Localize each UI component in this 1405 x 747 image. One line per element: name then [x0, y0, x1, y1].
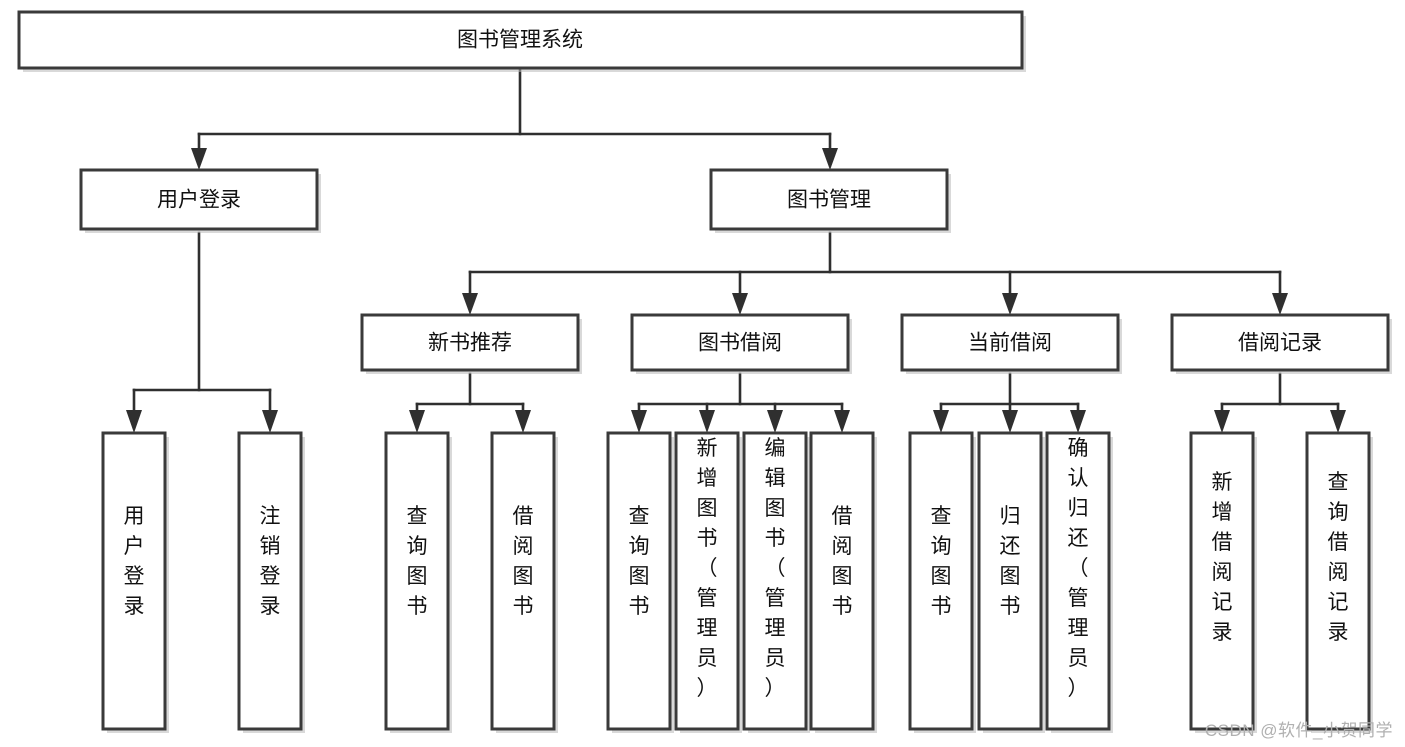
node-borrow-record-label: 借阅记录 — [1238, 332, 1322, 355]
arrowhead-leaf-return-book — [1002, 410, 1018, 433]
leaf-borrow-book-2-label: 借阅图书 — [832, 505, 853, 618]
leaf-add-record-label: 新增借阅记录 — [1212, 471, 1233, 644]
leaf-edit-book[interactable]: 编辑图书（管理员） — [742, 431, 810, 733]
arrowhead-currentborrow — [1002, 293, 1018, 315]
leaf-query-book-3-label: 查询图书 — [931, 505, 952, 618]
leaf-query-book-1-box[interactable] — [384, 431, 450, 731]
arrowhead-borrowrecord — [1272, 293, 1288, 315]
arrowhead-leaf-query-book-3 — [933, 410, 949, 433]
arrowhead-leaf-user-login — [126, 410, 142, 433]
node-current-borrow-label: 当前借阅 — [968, 332, 1052, 355]
arrowhead-leaf-borrow-book-1 — [515, 410, 531, 433]
arrowhead-bookmanage — [822, 148, 838, 170]
node-root-box[interactable] — [17, 10, 1024, 70]
leaf-logout-box[interactable] — [237, 431, 303, 731]
node-book-borrow[interactable]: 图书借阅 — [630, 313, 852, 374]
node-new-book-rec-label: 新书推荐 — [428, 332, 512, 355]
node-book-manage[interactable]: 图书管理 — [709, 168, 951, 233]
node-user-login-box[interactable] — [79, 168, 319, 231]
node-new-book-rec[interactable]: 新书推荐 — [360, 313, 582, 374]
leaf-borrow-book-2-box[interactable] — [809, 431, 875, 731]
leaf-edit-book-box[interactable] — [742, 431, 808, 731]
leaf-query-book-2-label: 查询图书 — [629, 505, 650, 618]
leaf-add-book-label: 新增图书（管理员） — [697, 437, 718, 700]
leaf-query-book-2-box[interactable] — [606, 431, 672, 731]
leaf-query-book-3-box[interactable] — [908, 431, 974, 731]
leaf-user-login-box[interactable] — [101, 431, 167, 731]
leaf-return-book[interactable]: 归还图书 — [977, 431, 1045, 733]
arrowhead-leaf-query-record — [1330, 410, 1346, 433]
leaf-logout-label: 注销登录 — [260, 505, 281, 618]
connector-group — [126, 66, 1346, 433]
arrowhead-leaf-query-book-2 — [631, 410, 647, 433]
arrowhead-leaf-edit-book — [767, 410, 783, 433]
leaf-user-login-label: 用户登录 — [124, 505, 145, 618]
leaf-query-record-box[interactable] — [1305, 431, 1371, 731]
leaf-user-login[interactable]: 用户登录 — [101, 431, 169, 733]
node-book-manage-label: 图书管理 — [787, 189, 871, 212]
node-borrow-record-box[interactable] — [1170, 313, 1390, 372]
node-current-borrow-box[interactable] — [900, 313, 1120, 372]
leaf-confirm-return-label: 确认归还（管理员） — [1068, 437, 1089, 700]
leaf-logout[interactable]: 注销登录 — [237, 431, 305, 733]
arrowhead-leaf-add-book — [699, 410, 715, 433]
leaf-borrow-book-1[interactable]: 借阅图书 — [490, 431, 558, 733]
leaf-query-book-3[interactable]: 查询图书 — [908, 431, 976, 733]
arrowhead-bookborrow — [732, 293, 748, 315]
arrowhead-leaf-add-record — [1214, 410, 1230, 433]
leaf-borrow-book-1-box[interactable] — [490, 431, 556, 731]
leaf-return-book-box[interactable] — [977, 431, 1043, 731]
node-new-book-rec-box[interactable] — [360, 313, 580, 372]
leaf-return-book-label: 归还图书 — [1000, 505, 1021, 618]
node-book-manage-box[interactable] — [709, 168, 949, 231]
arrowhead-newbook — [462, 293, 478, 315]
leaf-add-book[interactable]: 新增图书（管理员） — [674, 431, 742, 733]
leaf-query-book-2[interactable]: 查询图书 — [606, 431, 674, 733]
leaf-add-record[interactable]: 新增借阅记录 — [1189, 431, 1257, 733]
node-user-login-label: 用户登录 — [157, 189, 241, 212]
arrowhead-leaf-logout — [262, 410, 278, 433]
leaf-query-book-1[interactable]: 查询图书 — [384, 431, 452, 733]
leaf-confirm-return[interactable]: 确认归还（管理员） — [1045, 431, 1113, 733]
leaf-borrow-book-1-label: 借阅图书 — [513, 505, 534, 618]
node-root[interactable]: 图书管理系统 — [17, 10, 1026, 72]
arrowhead-leaf-borrow-book-2 — [834, 410, 850, 433]
leaf-confirm-return-box[interactable] — [1045, 431, 1111, 731]
arrowhead-userlogin — [191, 148, 207, 170]
leaf-add-book-box[interactable] — [674, 431, 740, 731]
leaf-query-record[interactable]: 查询借阅记录 — [1305, 431, 1373, 733]
leaf-borrow-book-2[interactable]: 借阅图书 — [809, 431, 877, 733]
arrowhead-leaf-confirm-return — [1070, 410, 1086, 433]
node-book-borrow-box[interactable] — [630, 313, 850, 372]
leaf-query-book-1-label: 查询图书 — [407, 505, 428, 618]
leaf-query-record-label: 查询借阅记录 — [1328, 471, 1349, 644]
node-root-label: 图书管理系统 — [457, 29, 583, 52]
node-borrow-record[interactable]: 借阅记录 — [1170, 313, 1392, 374]
node-current-borrow[interactable]: 当前借阅 — [900, 313, 1122, 374]
leaf-add-record-box[interactable] — [1189, 431, 1255, 731]
arrowhead-leaf-query-book-1 — [409, 410, 425, 433]
node-user-login[interactable]: 用户登录 — [79, 168, 321, 233]
node-book-borrow-label: 图书借阅 — [698, 332, 782, 355]
leaf-edit-book-label: 编辑图书（管理员） — [765, 437, 786, 700]
